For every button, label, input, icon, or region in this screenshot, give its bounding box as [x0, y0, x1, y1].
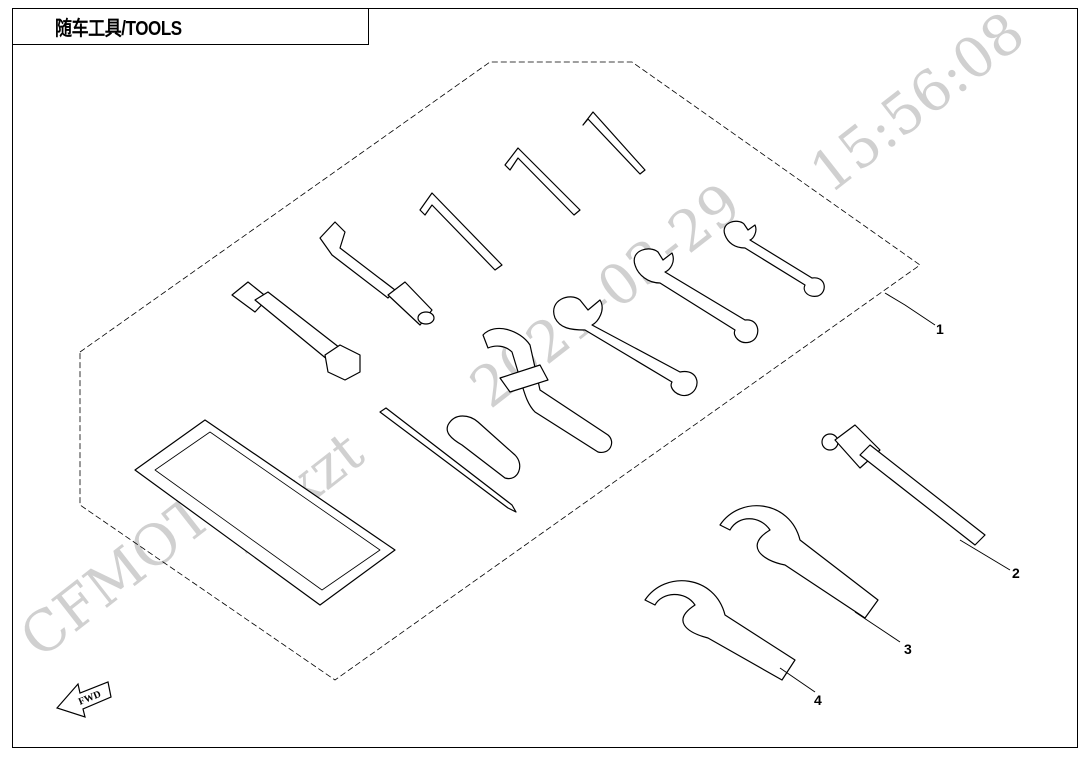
- title-block: 随车工具/TOOLS: [12, 8, 369, 45]
- hook-spanner-large: [719, 505, 879, 619]
- open-end-wrench-2: [633, 248, 759, 344]
- callout-2: 2: [1012, 565, 1020, 581]
- watermark-date: 2021-03-29: [459, 171, 753, 421]
- open-end-wrench-1: [553, 296, 698, 397]
- spark-plug-tester: [821, 424, 986, 546]
- tool-bag: [134, 419, 396, 606]
- open-end-wrench-3: [723, 220, 825, 297]
- screwdriver-handle: [446, 415, 521, 480]
- socket-wrench: [319, 221, 435, 326]
- spark-plug-socket: [231, 281, 361, 381]
- adjustable-hook-wrench: [482, 327, 613, 454]
- hex-key-small: [582, 111, 646, 175]
- page-title: 随车工具/TOOLS: [55, 18, 182, 40]
- hex-key-large: [419, 192, 503, 271]
- callout-3: 3: [904, 641, 912, 657]
- callout-1: 1: [936, 321, 944, 337]
- hook-spanner-small: [644, 580, 796, 681]
- hex-key-medium: [504, 147, 581, 216]
- screwdriver: [379, 407, 517, 513]
- watermark: CFMOTO kf-xzt 2021-03-29 15:56:08: [9, 0, 1037, 671]
- watermark-time: 15:56:08: [799, 0, 1037, 206]
- fwd-arrow-icon: FWD: [55, 681, 112, 718]
- callout-4: 4: [814, 692, 822, 708]
- drawing-frame: [12, 8, 1078, 748]
